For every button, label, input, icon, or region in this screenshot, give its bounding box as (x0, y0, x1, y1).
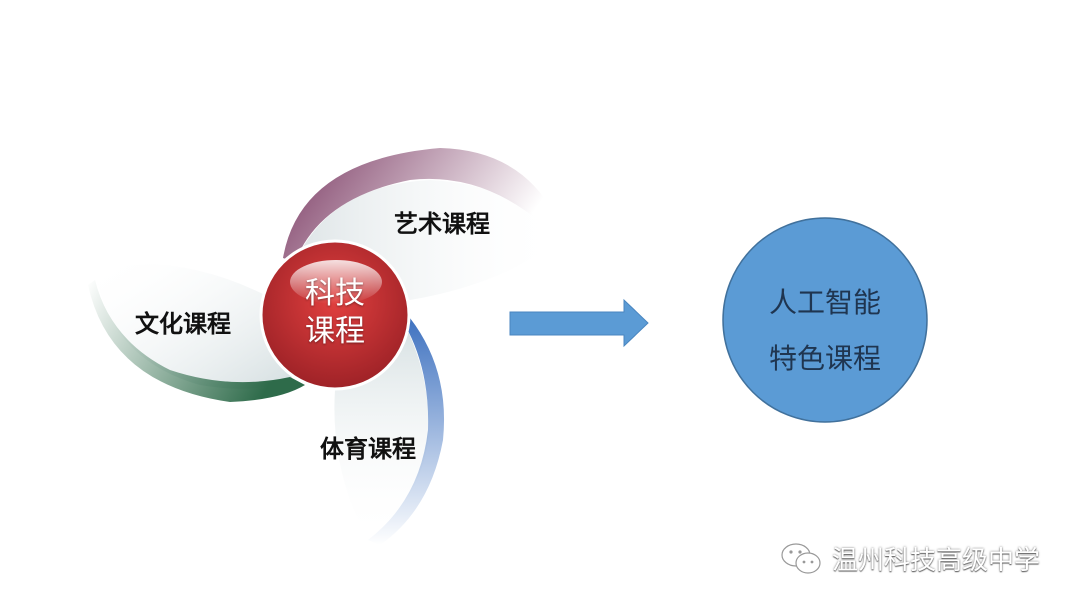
result-line-1: 人工智能 (768, 286, 881, 319)
petal-label-art: 艺术课程 (394, 210, 490, 238)
result-label: 人工智能 特色课程 (723, 275, 927, 387)
petal-label-culture: 文化课程 (135, 310, 231, 338)
center-line-1: 科技 (305, 276, 365, 311)
result-line-2: 特色课程 (768, 342, 881, 375)
center-line-2: 课程 (305, 314, 365, 349)
petal-culture (88, 264, 305, 402)
center-label: 科技 课程 (290, 275, 380, 351)
wechat-icon (781, 542, 821, 574)
watermark-text: 温州科技高级中学 (832, 546, 1041, 576)
petal-label-sports: 体育课程 (320, 435, 416, 463)
arrow-right-icon (509, 298, 649, 348)
watermark: 温州科技高级中学 (780, 540, 1040, 577)
center-highlight (290, 260, 382, 304)
result-circle (722, 217, 928, 423)
